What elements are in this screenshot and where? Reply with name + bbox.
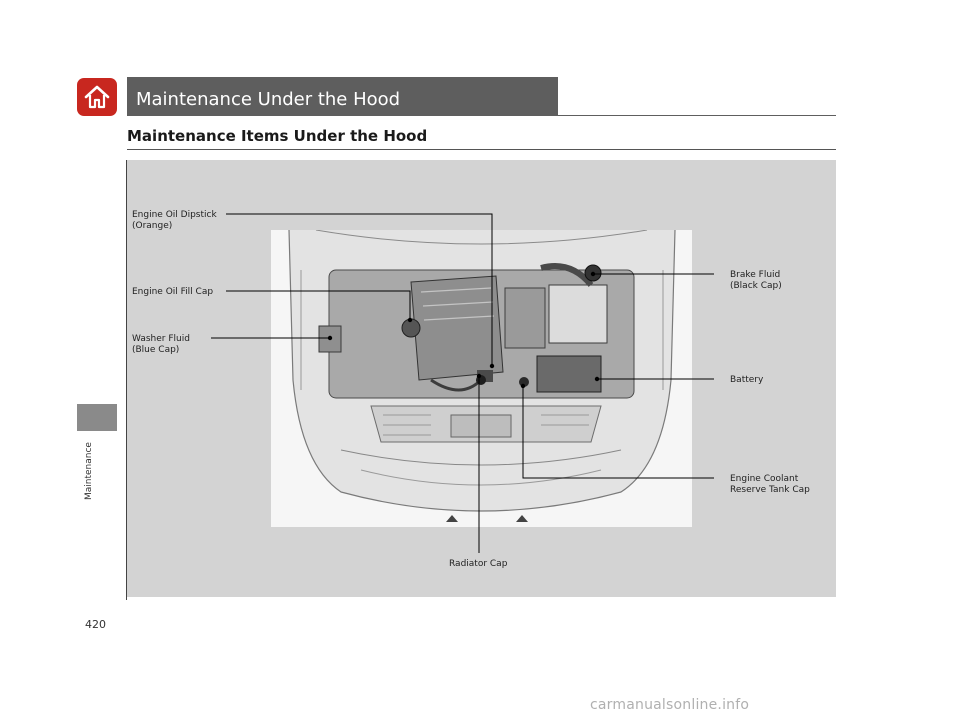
engine-drawing (288, 229, 676, 522)
engine-bay-illustration (271, 229, 692, 527)
callout-line: Engine Oil Fill Cap (132, 287, 214, 297)
home-icon (84, 85, 110, 109)
callout-leader-lines (211, 213, 714, 553)
callout-washer-fluid: Washer Fluid (Blue Cap) (132, 334, 190, 356)
callout-line: Brake Fluid (730, 270, 781, 280)
callout-line: Engine Oil Dipstick (132, 210, 217, 220)
callout-engine-coolant-reserve-tank-cap: Engine Coolant Reserve Tank Cap (730, 474, 810, 496)
callout-battery: Battery (730, 375, 763, 386)
callout-radiator-cap: Radiator Cap (449, 559, 507, 570)
page-title: Maintenance Items Under the Hood (127, 127, 428, 145)
callout-line: Battery (730, 375, 764, 385)
callout-line: Engine Coolant (730, 474, 799, 484)
callout-line: Radiator Cap (449, 559, 508, 569)
section-title: Maintenance Under the Hood (136, 89, 401, 110)
watermark: carmanualsonline.info (590, 697, 750, 713)
callout-line: Reserve Tank Cap (730, 485, 810, 495)
section-header: Maintenance Under the Hood (127, 77, 558, 115)
callout-line: (Orange) (132, 221, 173, 231)
engine-bay-figure: Engine Oil Dipstick (Orange) Engine Oil … (127, 160, 836, 597)
callout-line: (Black Cap) (730, 281, 782, 291)
callout-line: (Blue Cap) (132, 345, 180, 355)
chapter-label: Maintenance (84, 442, 94, 500)
callout-engine-oil-dipstick: Engine Oil Dipstick (Orange) (132, 210, 217, 232)
callout-brake-fluid: Brake Fluid (Black Cap) (730, 270, 782, 292)
callout-engine-oil-fill-cap: Engine Oil Fill Cap (132, 287, 213, 298)
section-divider (127, 115, 836, 116)
callout-line: Washer Fluid (132, 334, 190, 344)
home-button[interactable] (77, 78, 117, 116)
page-number: 420 (85, 618, 106, 631)
heading-divider (127, 149, 836, 150)
chapter-tab[interactable] (77, 404, 117, 431)
margin-rule (126, 160, 127, 600)
